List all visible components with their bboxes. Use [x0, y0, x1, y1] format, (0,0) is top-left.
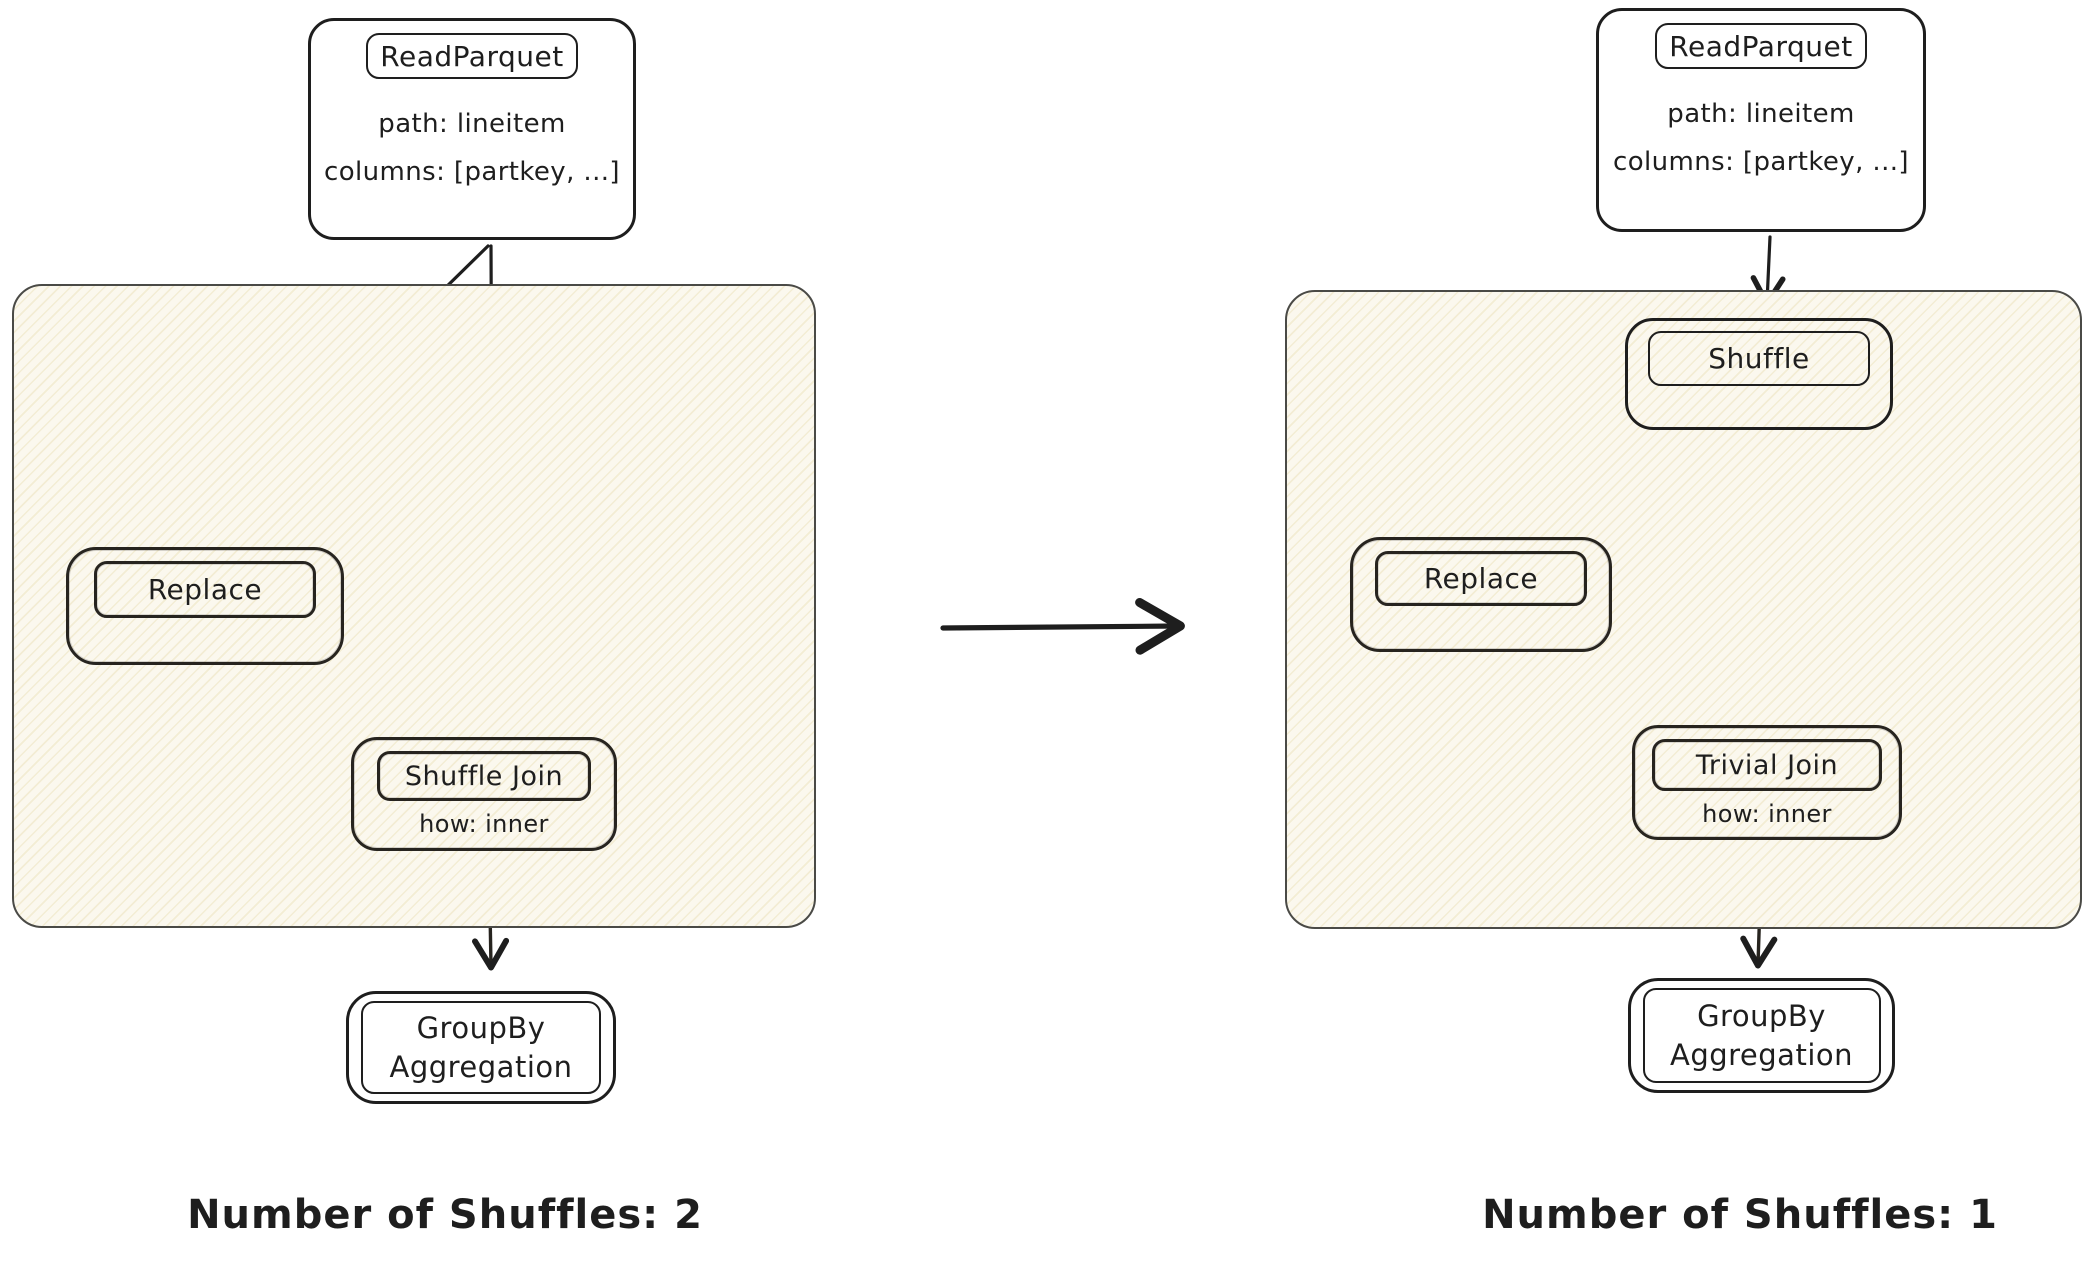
- node-title: Trivial Join: [1652, 739, 1882, 791]
- node-title: Shuffle: [1648, 331, 1870, 386]
- stage-box-left: [12, 284, 816, 928]
- node-title-label: Shuffle: [1708, 342, 1810, 375]
- node-attr-columns: columns: [partkey, ...]: [324, 157, 620, 187]
- node-read-parquet-left: ReadParquet path: lineitem columns: [par…: [308, 18, 636, 240]
- node-title: GroupBy Aggregation: [361, 1001, 601, 1094]
- node-trivial-join: Trivial Join how: inner: [1632, 725, 1902, 840]
- caption-right: Number of Shuffles: 1: [1482, 1192, 1998, 1238]
- node-title: ReadParquet: [1655, 23, 1867, 69]
- node-title-label: Shuffle Join: [404, 760, 564, 792]
- node-attr-path: path: lineitem: [378, 109, 566, 139]
- node-replace-right: Replace: [1350, 537, 1612, 652]
- node-title: Replace: [1375, 551, 1587, 606]
- node-replace-left: Replace: [66, 547, 344, 665]
- caption-left: Number of Shuffles: 2: [187, 1192, 703, 1238]
- node-group-by-right: GroupBy Aggregation: [1628, 978, 1895, 1093]
- node-title: GroupBy Aggregation: [1642, 988, 1881, 1083]
- node-title: ReadParquet: [366, 33, 578, 79]
- node-title-label: Replace: [147, 573, 263, 606]
- node-attr-columns: columns: [partkey, ...]: [1613, 147, 1909, 177]
- stage-box-right: [1285, 290, 2082, 929]
- node-attr-how: how: inner: [1702, 800, 1832, 828]
- node-title-label: Trivial Join: [1695, 749, 1839, 781]
- node-shuffle: Shuffle: [1625, 318, 1893, 430]
- node-title: Shuffle Join: [377, 751, 591, 801]
- node-attr-path: path: lineitem: [1667, 99, 1855, 129]
- node-title-label: Replace: [1423, 562, 1539, 595]
- node-title-line1: GroupBy: [416, 1011, 546, 1046]
- node-title-line2: Aggregation: [1669, 1037, 1853, 1072]
- node-title: Replace: [94, 561, 316, 618]
- node-title-label: ReadParquet: [380, 39, 564, 73]
- node-attr-how: how: inner: [419, 810, 549, 838]
- transform-arrow: [940, 597, 1185, 655]
- node-shuffle-join: Shuffle Join how: inner: [351, 737, 617, 851]
- node-title-label: ReadParquet: [1669, 29, 1853, 63]
- node-read-parquet-right: ReadParquet path: lineitem columns: [par…: [1596, 8, 1926, 232]
- node-title-line1: GroupBy: [1697, 999, 1826, 1034]
- node-group-by-left: GroupBy Aggregation: [346, 991, 616, 1104]
- node-title-line2: Aggregation: [389, 1049, 573, 1084]
